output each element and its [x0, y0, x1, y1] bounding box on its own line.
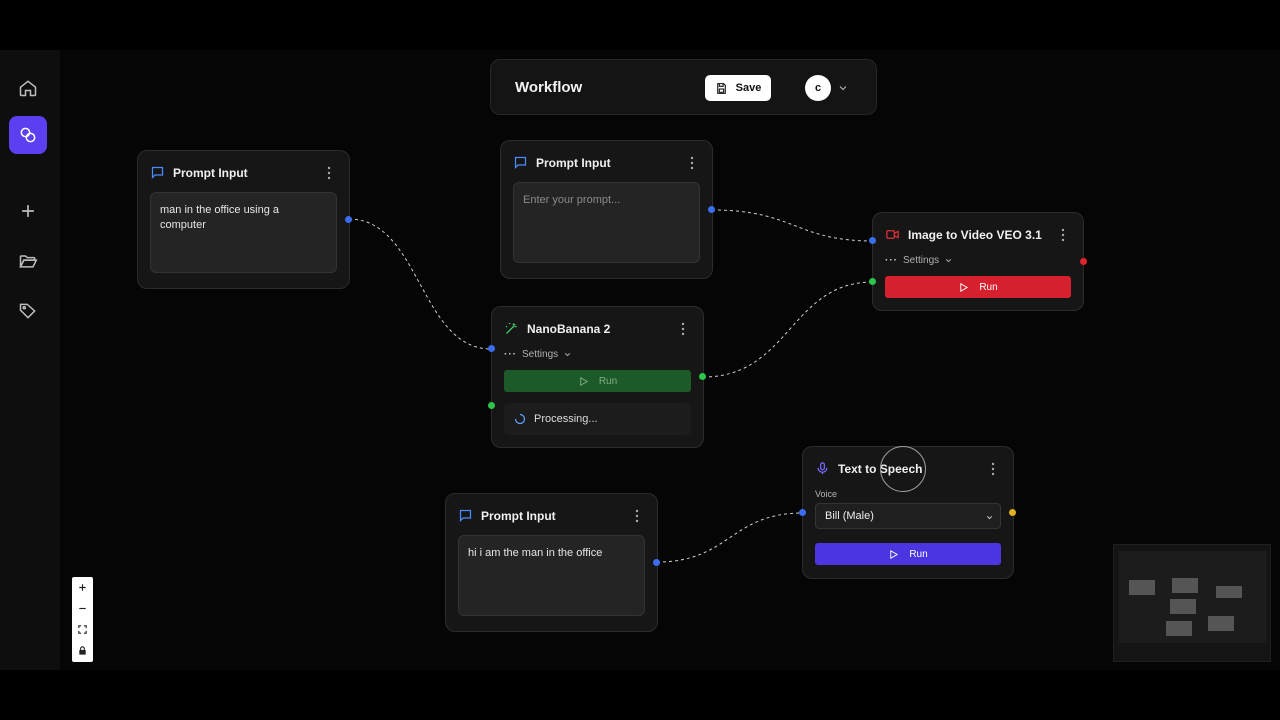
minimap-node: [1172, 578, 1198, 593]
settings-toggle[interactable]: ··· Settings: [504, 349, 572, 360]
settings-label: Settings: [903, 255, 940, 266]
input-handle[interactable]: [799, 509, 806, 516]
input-handle[interactable]: [869, 237, 876, 244]
output-handle[interactable]: [699, 373, 706, 380]
plus-icon: [18, 201, 38, 221]
folder-open-icon: [18, 251, 38, 271]
files-button[interactable]: [9, 242, 47, 280]
lock-icon: [79, 646, 86, 655]
settings-toggle[interactable]: ··· Settings: [885, 255, 953, 266]
node-title: NanoBanana 2: [527, 321, 611, 336]
message-square-icon: [458, 508, 473, 523]
workflow-title: Workflow: [515, 79, 583, 96]
prompt-input-field[interactable]: Enter your prompt...: [513, 182, 700, 263]
save-label: Save: [735, 82, 762, 94]
settings-label: Settings: [522, 349, 559, 360]
processing-status: Processing...: [504, 403, 691, 435]
sidebar: [0, 50, 60, 670]
ellipsis-icon: ···: [504, 349, 517, 360]
run-button[interactable]: Run: [885, 276, 1071, 298]
more-vertical-icon[interactable]: [323, 166, 335, 180]
node-prompt-input-1[interactable]: Prompt Input man in the office using a c…: [137, 150, 350, 289]
minimap-node: [1216, 586, 1242, 598]
chevron-down-icon: [946, 259, 952, 263]
run-label: Run: [909, 548, 928, 560]
more-vertical-icon[interactable]: [631, 509, 643, 523]
cursor-highlight: [880, 446, 926, 492]
voice-label: Voice: [815, 489, 838, 499]
save-icon: [715, 82, 728, 95]
save-button[interactable]: Save: [705, 75, 771, 101]
zoom-out-button[interactable]: [72, 598, 93, 619]
run-button[interactable]: Run: [815, 543, 1001, 565]
spinner-icon: [514, 413, 526, 425]
zoom-in-button[interactable]: [72, 577, 93, 598]
video-icon: [885, 227, 900, 242]
workflow-button[interactable]: [9, 116, 47, 154]
avatar[interactable]: c: [805, 75, 831, 101]
chevron-down-icon: [565, 353, 571, 357]
tags-button[interactable]: [9, 292, 47, 330]
workflow-icon: [18, 125, 38, 145]
chevron-down-icon[interactable]: [837, 82, 849, 94]
fit-view-button[interactable]: [72, 619, 93, 640]
zoom-out-icon: [79, 607, 86, 610]
node-title: Prompt Input: [481, 508, 556, 523]
magic-wand-icon: [504, 321, 519, 336]
tag-icon: [18, 301, 38, 321]
more-vertical-icon[interactable]: [987, 462, 999, 476]
voice-select[interactable]: Bill (Male): [815, 503, 1001, 529]
minimap-viewport: [1119, 551, 1267, 643]
output-handle[interactable]: [653, 559, 660, 566]
output-handle[interactable]: [345, 216, 352, 223]
node-title: Prompt Input: [173, 165, 248, 180]
prompt-input-field[interactable]: man in the office using a computer: [150, 192, 337, 273]
message-square-icon: [150, 165, 165, 180]
add-button[interactable]: [9, 192, 47, 230]
minimap[interactable]: [1113, 544, 1271, 662]
node-image-to-video[interactable]: Image to Video VEO 3.1 ··· Settings Run: [872, 212, 1084, 311]
play-icon: [960, 282, 969, 292]
node-title: Prompt Input: [536, 155, 611, 170]
workflow-header: Workflow Save c: [490, 59, 877, 115]
input-handle[interactable]: [488, 402, 495, 409]
node-prompt-input-2[interactable]: Prompt Input Enter your prompt...: [500, 140, 713, 279]
chevron-down-icon: [986, 516, 993, 520]
run-label: Run: [598, 375, 618, 387]
zoom-controls: [72, 577, 93, 662]
output-handle[interactable]: [708, 206, 715, 213]
play-icon: [580, 376, 588, 386]
microphone-icon: [815, 461, 830, 476]
zoom-in-icon: [79, 584, 86, 591]
lock-button[interactable]: [72, 640, 93, 661]
home-icon: [18, 78, 38, 98]
more-vertical-icon[interactable]: [1057, 228, 1069, 242]
fit-view-icon: [78, 625, 87, 634]
message-square-icon: [513, 155, 528, 170]
play-icon: [890, 549, 899, 559]
node-prompt-input-3[interactable]: Prompt Input hi i am the man in the offi…: [445, 493, 658, 632]
voice-value: Bill (Male): [825, 510, 874, 522]
input-handle[interactable]: [488, 345, 495, 352]
minimap-node: [1208, 616, 1234, 631]
home-button[interactable]: [9, 69, 47, 107]
output-handle[interactable]: [1009, 509, 1016, 516]
minimap-node: [1166, 621, 1192, 636]
minimap-node: [1129, 580, 1155, 595]
run-button[interactable]: Run: [504, 370, 691, 392]
status-text: Processing...: [534, 413, 598, 425]
more-vertical-icon[interactable]: [686, 156, 698, 170]
input-handle[interactable]: [869, 278, 876, 285]
ellipsis-icon: ···: [885, 255, 898, 266]
minimap-node: [1170, 599, 1196, 614]
node-title: Image to Video VEO 3.1: [908, 227, 1042, 242]
more-vertical-icon[interactable]: [677, 322, 689, 336]
prompt-input-field[interactable]: hi i am the man in the office: [458, 535, 645, 616]
run-label: Run: [979, 281, 998, 293]
output-handle[interactable]: [1080, 258, 1087, 265]
node-nanobanana[interactable]: NanoBanana 2 ··· Settings Run Processing…: [491, 306, 704, 448]
